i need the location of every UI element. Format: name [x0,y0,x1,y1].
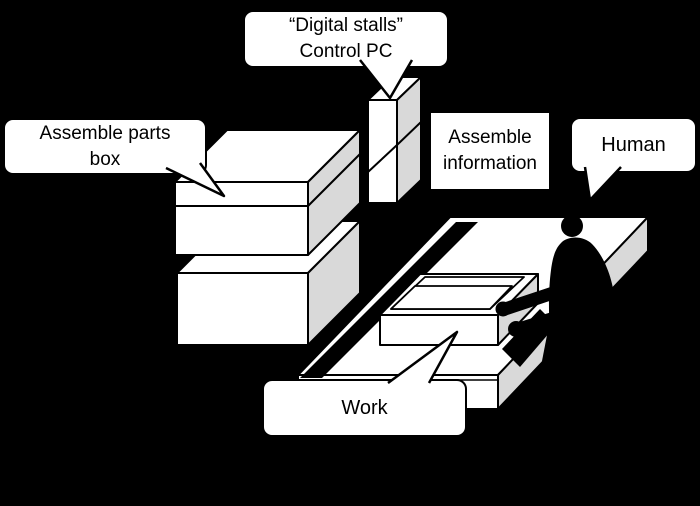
tray-front [379,314,499,346]
callout-assemble-parts-box: Assemble parts box [3,118,207,175]
human-arm-lower [512,305,581,336]
label-assemble-information-line2: information [443,153,537,174]
control-pc-tower [367,76,422,204]
rack-lower-box [176,272,309,346]
label-assemble-information-line1: Assemble [448,127,532,148]
tray-floor [390,285,513,310]
label-assemble-information: Assemble information [430,112,550,190]
rack-shadow [300,222,478,378]
callout-human: Human [570,117,697,173]
human-arm-upper [498,281,575,316]
rack-upper-box [174,181,309,256]
human-figure [495,215,632,478]
human-hand-1 [495,301,511,317]
pc-tower-diagonal-side [396,121,422,146]
human-torso [548,237,616,372]
work-tray [379,273,539,346]
pc-tower-diagonal-front [367,144,398,173]
callout-digital-stalls-line1: “Digital stalls” [288,15,404,36]
callout-human-label: Human [601,134,666,156]
pc-tower-front [367,99,398,204]
callout-digital-stalls-control-pc: “Digital stalls” Control PC [243,10,449,68]
callout-digital-stalls-line2: Control PC [299,41,393,62]
pc-tower-side [396,76,422,204]
callout-work-label: Work [341,397,388,419]
human-head [561,215,583,237]
rack-shelf-board-line-side [307,153,361,207]
callout-assemble-parts-line1: Assemble parts [39,122,171,144]
human-hand-2 [508,321,524,337]
callout-assemble-parts-line2: box [89,148,121,170]
callout-work: Work [262,379,467,437]
